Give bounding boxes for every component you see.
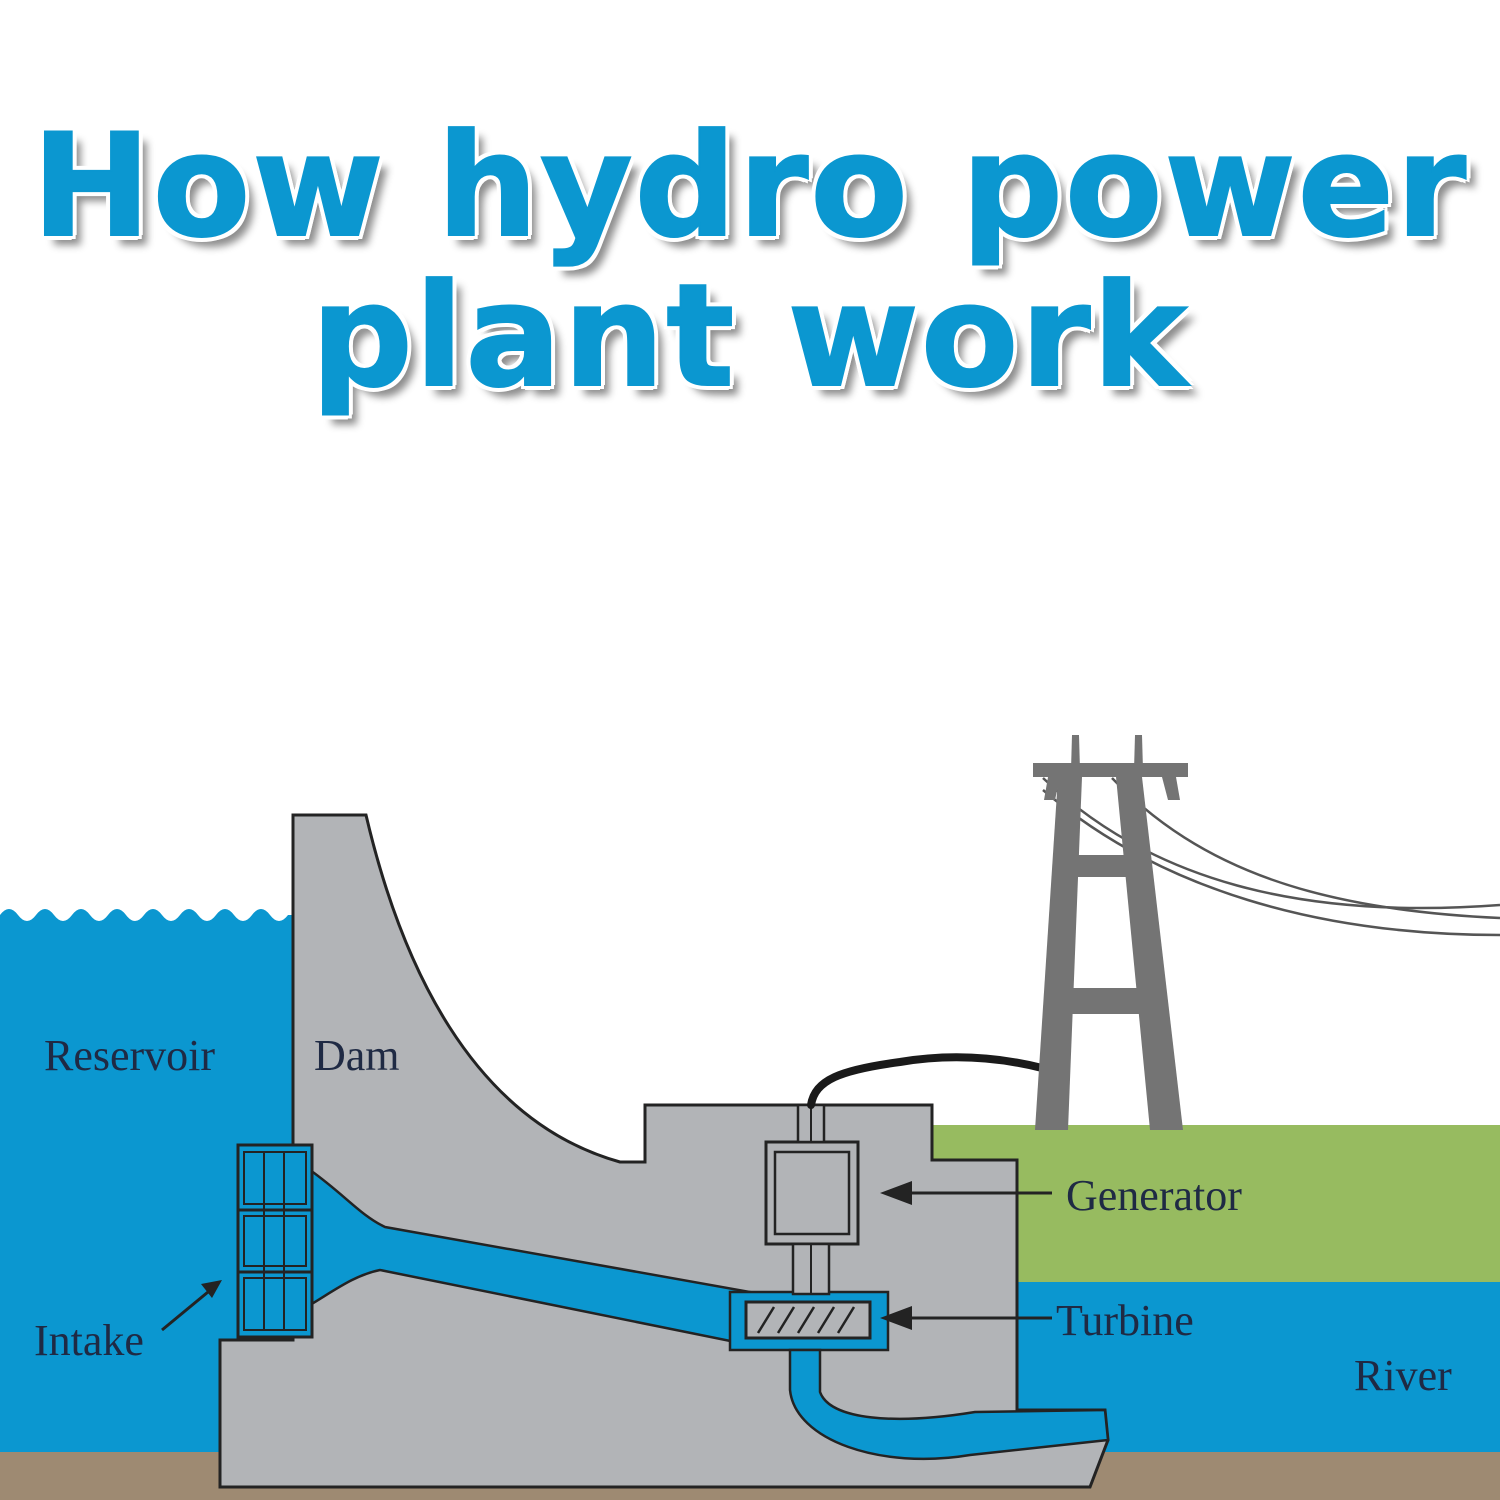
power-cable [807,1053,1046,1109]
reservoir-water [0,909,293,1452]
shaft [791,1242,831,1296]
title-line-1: How hydro power [31,104,1469,269]
turbine [744,1300,872,1340]
draft-tube [788,1348,1110,1461]
intake-gate [236,1143,314,1339]
label-intake: Intake [34,1316,144,1365]
transmission-lines [1042,777,1500,937]
title-line-2: plant work [310,254,1189,419]
turbine-arrow [880,1306,1052,1330]
label-reservoir: Reservoir [44,1031,215,1080]
label-river: River [1354,1351,1452,1400]
grass-bank [930,1125,1500,1285]
label-dam: Dam [314,1031,400,1080]
cable-connector [796,1103,826,1144]
label-turbine: Turbine [1056,1296,1194,1345]
transmission-tower [1033,735,1188,1130]
generator-arrow [880,1181,1052,1205]
label-generator: Generator [1066,1171,1242,1220]
intake-arrow [161,1280,222,1332]
generator [764,1140,860,1246]
page-title: How hydro power plant work [0,104,1500,419]
